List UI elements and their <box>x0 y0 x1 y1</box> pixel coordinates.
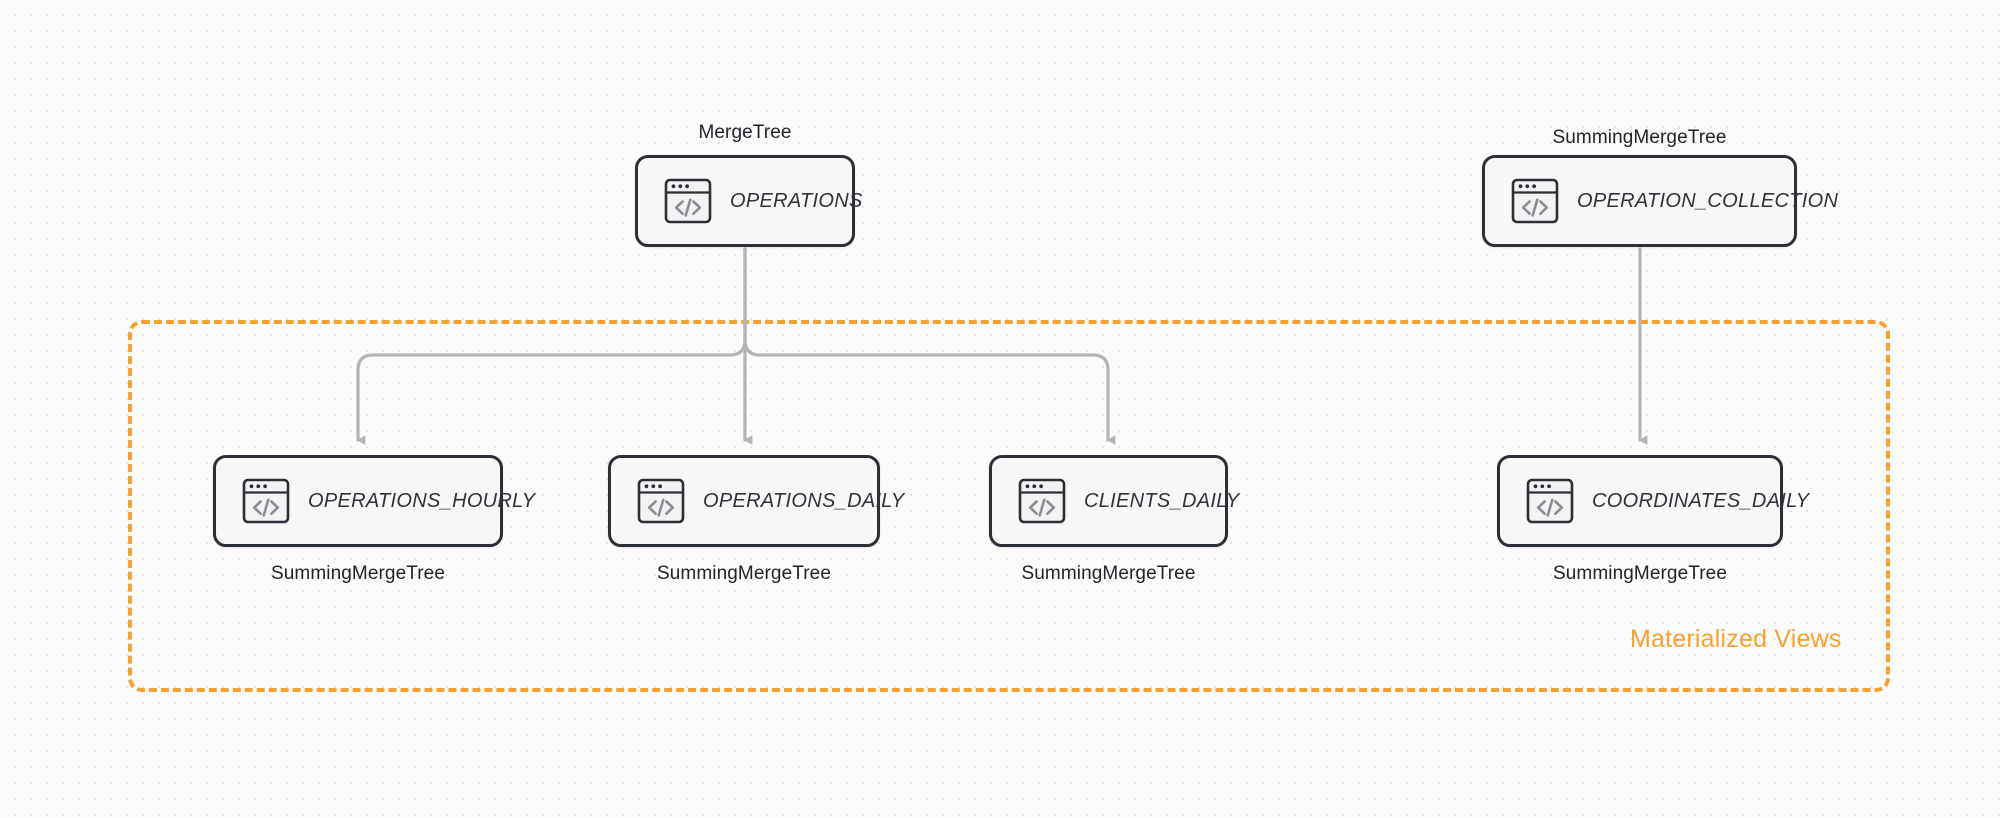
engine-label-operations-daily: SummingMergeTree <box>656 563 832 584</box>
code-window-icon <box>1511 178 1559 224</box>
node-operations-hourly[interactable]: OPERATIONS_HOURLY <box>213 455 535 547</box>
materialized-views-label: Materialized Views <box>1630 625 1842 653</box>
node-title-operations-daily: OPERATIONS_DAILY <box>703 489 905 512</box>
node-coordinates-daily[interactable]: COORDINATES_DAILY <box>1497 455 1809 547</box>
node-title-coordinates-daily: COORDINATES_DAILY <box>1592 489 1810 512</box>
code-window-icon <box>637 478 685 524</box>
node-clients-daily[interactable]: CLIENTS_DAILY <box>989 455 1239 547</box>
engine-label-operations-hourly: SummingMergeTree <box>270 563 446 584</box>
node-title-operations: OPERATIONS <box>730 189 863 212</box>
code-window-icon <box>242 478 290 524</box>
node-operation-collection[interactable]: OPERATION_COLLECTION <box>1482 155 1838 247</box>
engine-label-coordinates-daily: SummingMergeTree <box>1552 563 1728 584</box>
engine-label-clients-daily: SummingMergeTree <box>1021 563 1196 584</box>
code-window-icon <box>664 178 712 224</box>
node-title-clients-daily: CLIENTS_DAILY <box>1084 489 1240 512</box>
node-operations-daily[interactable]: OPERATIONS_DAILY <box>608 455 904 547</box>
edge-operations-to-clients-daily <box>743 247 1116 446</box>
code-window-icon <box>1526 478 1574 524</box>
node-operations[interactable]: OPERATIONS <box>635 155 862 247</box>
engine-label-operation-collection: SummingMergeTree <box>1552 127 1727 148</box>
node-title-operation-collection: OPERATION_COLLECTION <box>1577 189 1839 212</box>
edge-operations-to-operations-hourly <box>356 247 747 446</box>
node-title-operations-hourly: OPERATIONS_HOURLY <box>308 489 536 512</box>
code-window-icon <box>1018 478 1066 524</box>
engine-label-operations: MergeTree <box>698 122 792 143</box>
